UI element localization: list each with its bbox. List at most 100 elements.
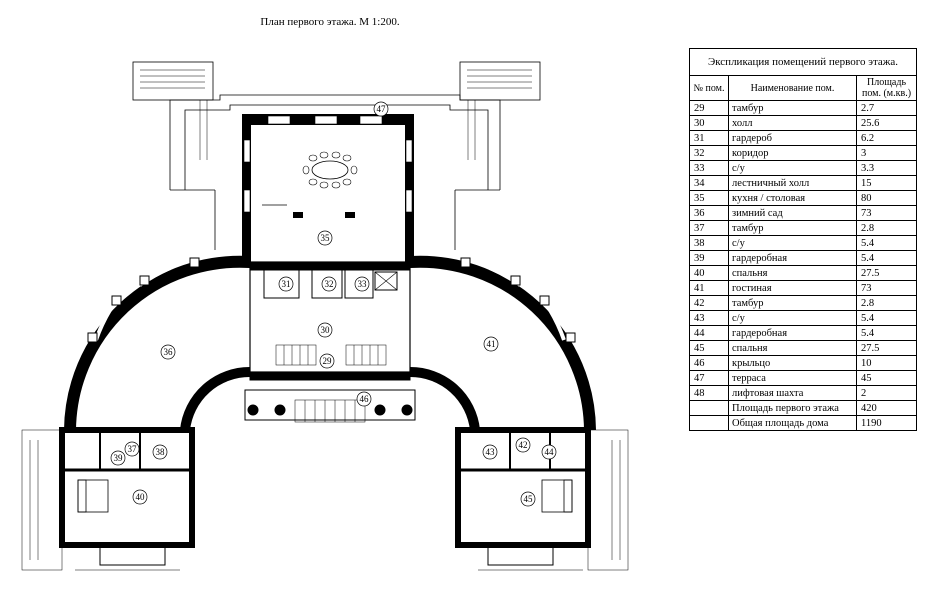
room-area: 15 bbox=[856, 175, 917, 191]
room-area: 6.2 bbox=[856, 130, 917, 146]
room-area: 5.4 bbox=[856, 310, 917, 326]
room-name: гостиная bbox=[728, 280, 857, 296]
room-name: зимний сад bbox=[728, 205, 857, 221]
explication-table: Экспликация помещений первого этажа. № п… bbox=[689, 48, 917, 431]
header-num: № пом. bbox=[689, 75, 729, 101]
room-label: 46 bbox=[360, 394, 370, 404]
room-name: лифтовая шахта bbox=[728, 385, 857, 401]
room-area: 45 bbox=[856, 370, 917, 386]
room-name: лестничный холл bbox=[728, 175, 857, 191]
room-label: 45 bbox=[524, 494, 534, 504]
room-number: 32 bbox=[689, 145, 729, 161]
room-name: с/у bbox=[728, 310, 857, 326]
room-area: 27.5 bbox=[856, 265, 917, 281]
total-house-empty bbox=[689, 415, 729, 431]
room-name: кухня / столовая bbox=[728, 190, 857, 206]
room-number: 30 bbox=[689, 115, 729, 131]
room-area: 2 bbox=[856, 385, 917, 401]
room-label: 32 bbox=[325, 279, 334, 289]
room-label: 42 bbox=[519, 440, 528, 450]
room-name: тамбур bbox=[728, 100, 857, 116]
room-area: 5.4 bbox=[856, 235, 917, 251]
room-number: 31 bbox=[689, 130, 729, 146]
plan-title: План первого этажа. М 1:200. bbox=[260, 16, 400, 28]
room-number: 46 bbox=[689, 355, 729, 371]
room-number: 34 bbox=[689, 175, 729, 191]
room-name: тамбур bbox=[728, 220, 857, 236]
room-name: коридор bbox=[728, 145, 857, 161]
room-number: 36 bbox=[689, 205, 729, 221]
room-name: тамбур bbox=[728, 295, 857, 311]
room-number: 47 bbox=[689, 370, 729, 386]
room-name: гардеробная bbox=[728, 325, 857, 341]
room-name: спальня bbox=[728, 265, 857, 281]
room-label: 39 bbox=[114, 453, 124, 463]
curved-wings bbox=[64, 255, 596, 431]
total-first-value: 420 bbox=[856, 400, 917, 416]
front-porch bbox=[244, 389, 416, 423]
room-area: 73 bbox=[856, 280, 917, 296]
room-name: гардероб bbox=[728, 130, 857, 146]
room-label: 40 bbox=[136, 492, 146, 502]
terrace-outline bbox=[169, 94, 501, 250]
upper-stairs bbox=[132, 61, 541, 160]
room-label: 44 bbox=[545, 447, 555, 457]
room-label: 38 bbox=[156, 447, 166, 457]
room-label: 36 bbox=[164, 347, 174, 357]
room-number: 41 bbox=[689, 280, 729, 296]
room-label: 43 bbox=[486, 447, 496, 457]
room-label: 30 bbox=[321, 325, 331, 335]
room-area: 2.7 bbox=[856, 100, 917, 116]
room-labels: 29 30 31 32 33 35 36 37 38 39 40 41 42 4… bbox=[110, 101, 557, 507]
room-area: 3.3 bbox=[856, 160, 917, 176]
room-area: 27.5 bbox=[856, 340, 917, 356]
room-area: 2.8 bbox=[856, 295, 917, 311]
room-number: 44 bbox=[689, 325, 729, 341]
room-area: 25.6 bbox=[856, 115, 917, 131]
room-area: 3 bbox=[856, 145, 917, 161]
room-label: 35 bbox=[321, 233, 331, 243]
kitchen-dining-block bbox=[242, 114, 414, 266]
room-label: 33 bbox=[358, 279, 368, 289]
room-area: 2.8 bbox=[856, 220, 917, 236]
room-name: с/у bbox=[728, 160, 857, 176]
room-area: 80 bbox=[856, 190, 917, 206]
total-house-value: 1190 bbox=[856, 415, 917, 431]
room-number: 35 bbox=[689, 190, 729, 206]
room-name: терраса bbox=[728, 370, 857, 386]
total-house-label: Общая площадь дома bbox=[728, 415, 857, 431]
room-name: гардеробная bbox=[728, 250, 857, 266]
room-number: 48 bbox=[689, 385, 729, 401]
room-number: 43 bbox=[689, 310, 729, 326]
room-number: 37 bbox=[689, 220, 729, 236]
room-number: 45 bbox=[689, 340, 729, 356]
header-name: Наименование пом. bbox=[728, 75, 857, 101]
table-title: Экспликация помещений первого этажа. bbox=[689, 48, 917, 76]
room-number: 42 bbox=[689, 295, 729, 311]
total-first-label: Площадь первого этажа bbox=[728, 400, 857, 416]
room-number: 40 bbox=[689, 265, 729, 281]
bedroom-wings bbox=[21, 427, 629, 571]
room-label: 31 bbox=[282, 279, 291, 289]
room-area: 5.4 bbox=[856, 325, 917, 341]
room-label: 29 bbox=[323, 356, 333, 366]
